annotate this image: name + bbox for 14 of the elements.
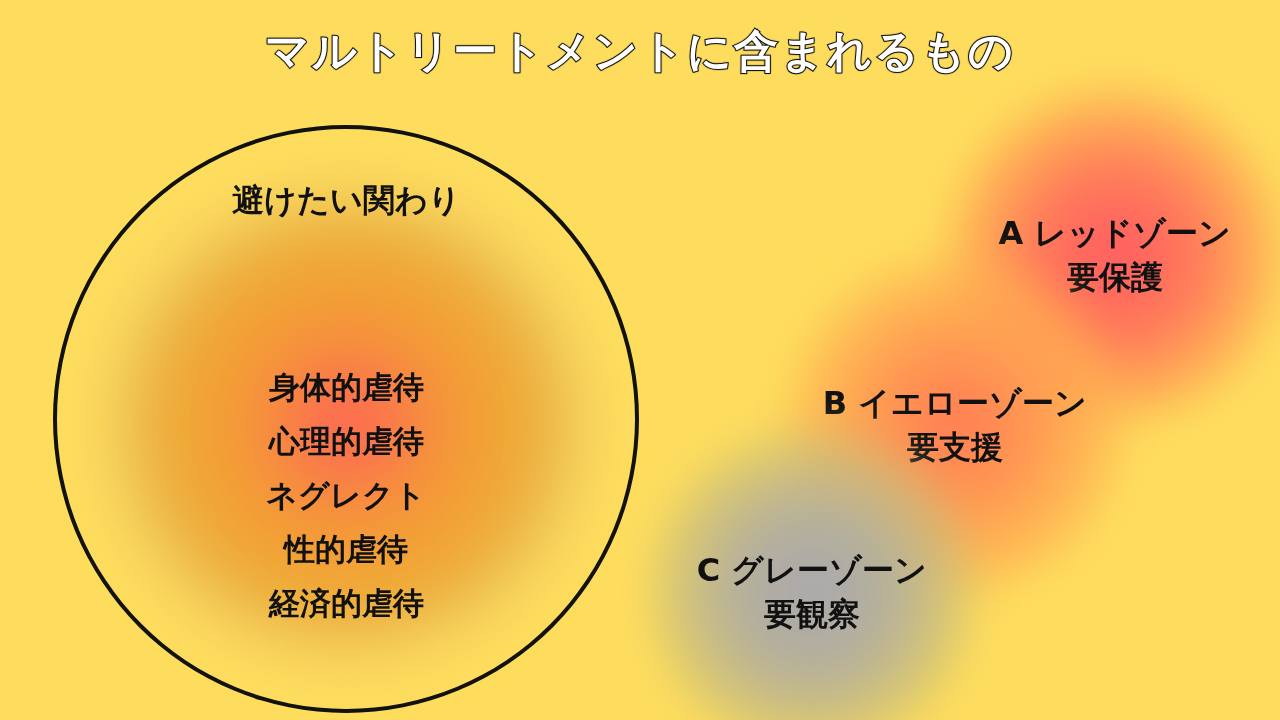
zone-name: A レッドゾーン — [998, 213, 1232, 254]
title: マルトリートメントに含まれるもの — [265, 24, 1015, 78]
list-item: 性的虐待 — [284, 530, 408, 569]
circle-heading: 避けたい関わり — [231, 180, 461, 221]
list-item: ネグレクト — [266, 476, 426, 515]
zone-action: 要観察 — [764, 594, 860, 635]
zone-name: C グレーゾーン — [696, 550, 928, 591]
zone-name: B イエローゾーン — [822, 383, 1088, 424]
zone-action: 要保護 — [1067, 257, 1163, 298]
list-item: 心理的虐待 — [268, 422, 424, 461]
list-item: 経済的虐待 — [268, 584, 424, 623]
circle — [53, 125, 639, 713]
zone-action: 要支援 — [907, 427, 1003, 468]
list-item: 身体的虐待 — [268, 368, 424, 407]
